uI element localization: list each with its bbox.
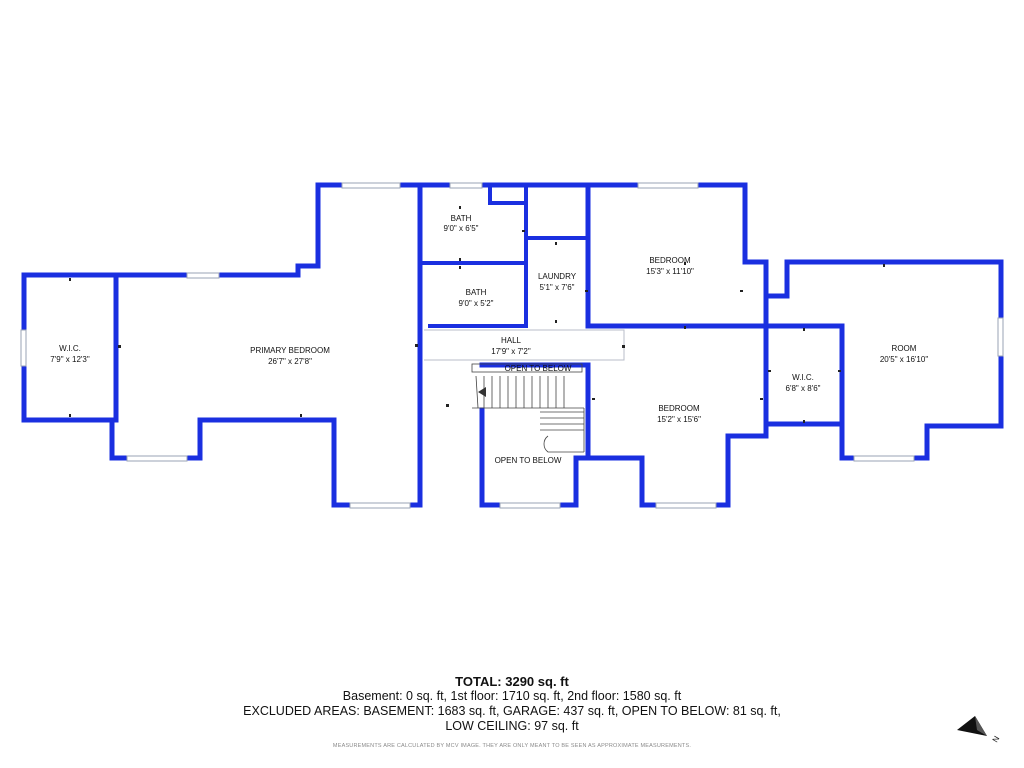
room-dimensions: 6'8" x 8'6" xyxy=(786,384,821,393)
room-dimensions: 9'0" x 6'5" xyxy=(444,224,479,233)
room-name: BATH xyxy=(451,214,472,223)
room-name: BEDROOM xyxy=(658,404,700,413)
room-name: OPEN TO BELOW xyxy=(505,364,572,373)
room-name: HALL xyxy=(501,336,522,345)
room-dimensions: 15'2" x 15'6" xyxy=(657,415,701,424)
room-name: BEDROOM xyxy=(649,256,691,265)
wic-left-walls xyxy=(21,272,119,423)
stair-walls xyxy=(479,362,591,508)
room-name: PRIMARY BEDROOM xyxy=(250,346,330,355)
room-dimensions: 5'1" x 7'6" xyxy=(540,283,575,292)
room-label-wic-left: W.I.C. 7'9" x 12'3" xyxy=(50,344,90,364)
low-ceiling-area: LOW CEILING: 97 sq. ft xyxy=(445,719,579,733)
room-dimensions: 9'0" x 5'2" xyxy=(459,299,494,308)
room-dimensions: 20'5" x 16'10" xyxy=(880,355,928,364)
room-dimensions: 17'9" x 7'2" xyxy=(491,347,531,356)
primary-bedroom-walls xyxy=(109,182,423,508)
room-label-bath-upper: BATH 9'0" x 6'5" xyxy=(444,214,479,233)
room-label-primary-bedroom: PRIMARY BEDROOM 26'7" x 27'8" xyxy=(250,346,330,366)
wic-right-walls xyxy=(763,323,845,427)
room-name: ROOM xyxy=(892,344,917,353)
room-label-hall: HALL 17'9" x 7'2" xyxy=(491,336,531,356)
bath-closet-wall xyxy=(488,183,528,205)
room-dimensions: 26'7" x 27'8" xyxy=(268,357,312,366)
bedroom-lower-walls xyxy=(585,323,769,508)
room-label-bedroom-upper: BEDROOM 15'3" x 11'10" xyxy=(646,256,694,276)
staircase xyxy=(471,363,585,453)
room-dimensions: 7'9" x 12'3" xyxy=(50,355,90,364)
bath-block-walls xyxy=(417,182,591,329)
room-label-room: ROOM 20'5" x 16'10" xyxy=(880,344,928,364)
room-name: OPEN TO BELOW xyxy=(495,456,562,465)
windows xyxy=(20,182,1004,509)
measurement-disclaimer: MEASUREMENTS ARE CALCULATED BY MCV IMAGE… xyxy=(332,743,692,749)
room-name: W.I.C. xyxy=(792,373,814,382)
compass-label: N xyxy=(991,734,1002,744)
room-name: LAUNDRY xyxy=(538,272,577,281)
door-markers xyxy=(69,206,885,423)
room-name: BATH xyxy=(466,288,487,297)
room-dimensions: 15'3" x 11'10" xyxy=(646,267,694,276)
room-label-open-to-below: OPEN TO BELOW xyxy=(495,456,562,465)
room-label-wic-right: W.I.C. 6'8" x 8'6" xyxy=(786,373,821,393)
excluded-areas: EXCLUDED AREAS: BASEMENT: 1683 sq. ft, G… xyxy=(243,704,781,718)
room-label-bath-lower: BATH 9'0" x 5'2" xyxy=(459,288,494,308)
room-name: W.I.C. xyxy=(59,344,81,353)
room-label-bedroom-lower: BEDROOM 15'2" x 15'6" xyxy=(657,404,701,424)
north-arrow-icon: N xyxy=(957,716,1002,744)
total-area: TOTAL: 3290 sq. ft xyxy=(455,674,569,689)
room-label-laundry: LAUNDRY 5'1" x 7'6" xyxy=(538,272,577,292)
floor-areas: Basement: 0 sq. ft, 1st floor: 1710 sq. … xyxy=(342,689,682,703)
room-label-open-to-below-stair: OPEN TO BELOW xyxy=(505,364,572,373)
